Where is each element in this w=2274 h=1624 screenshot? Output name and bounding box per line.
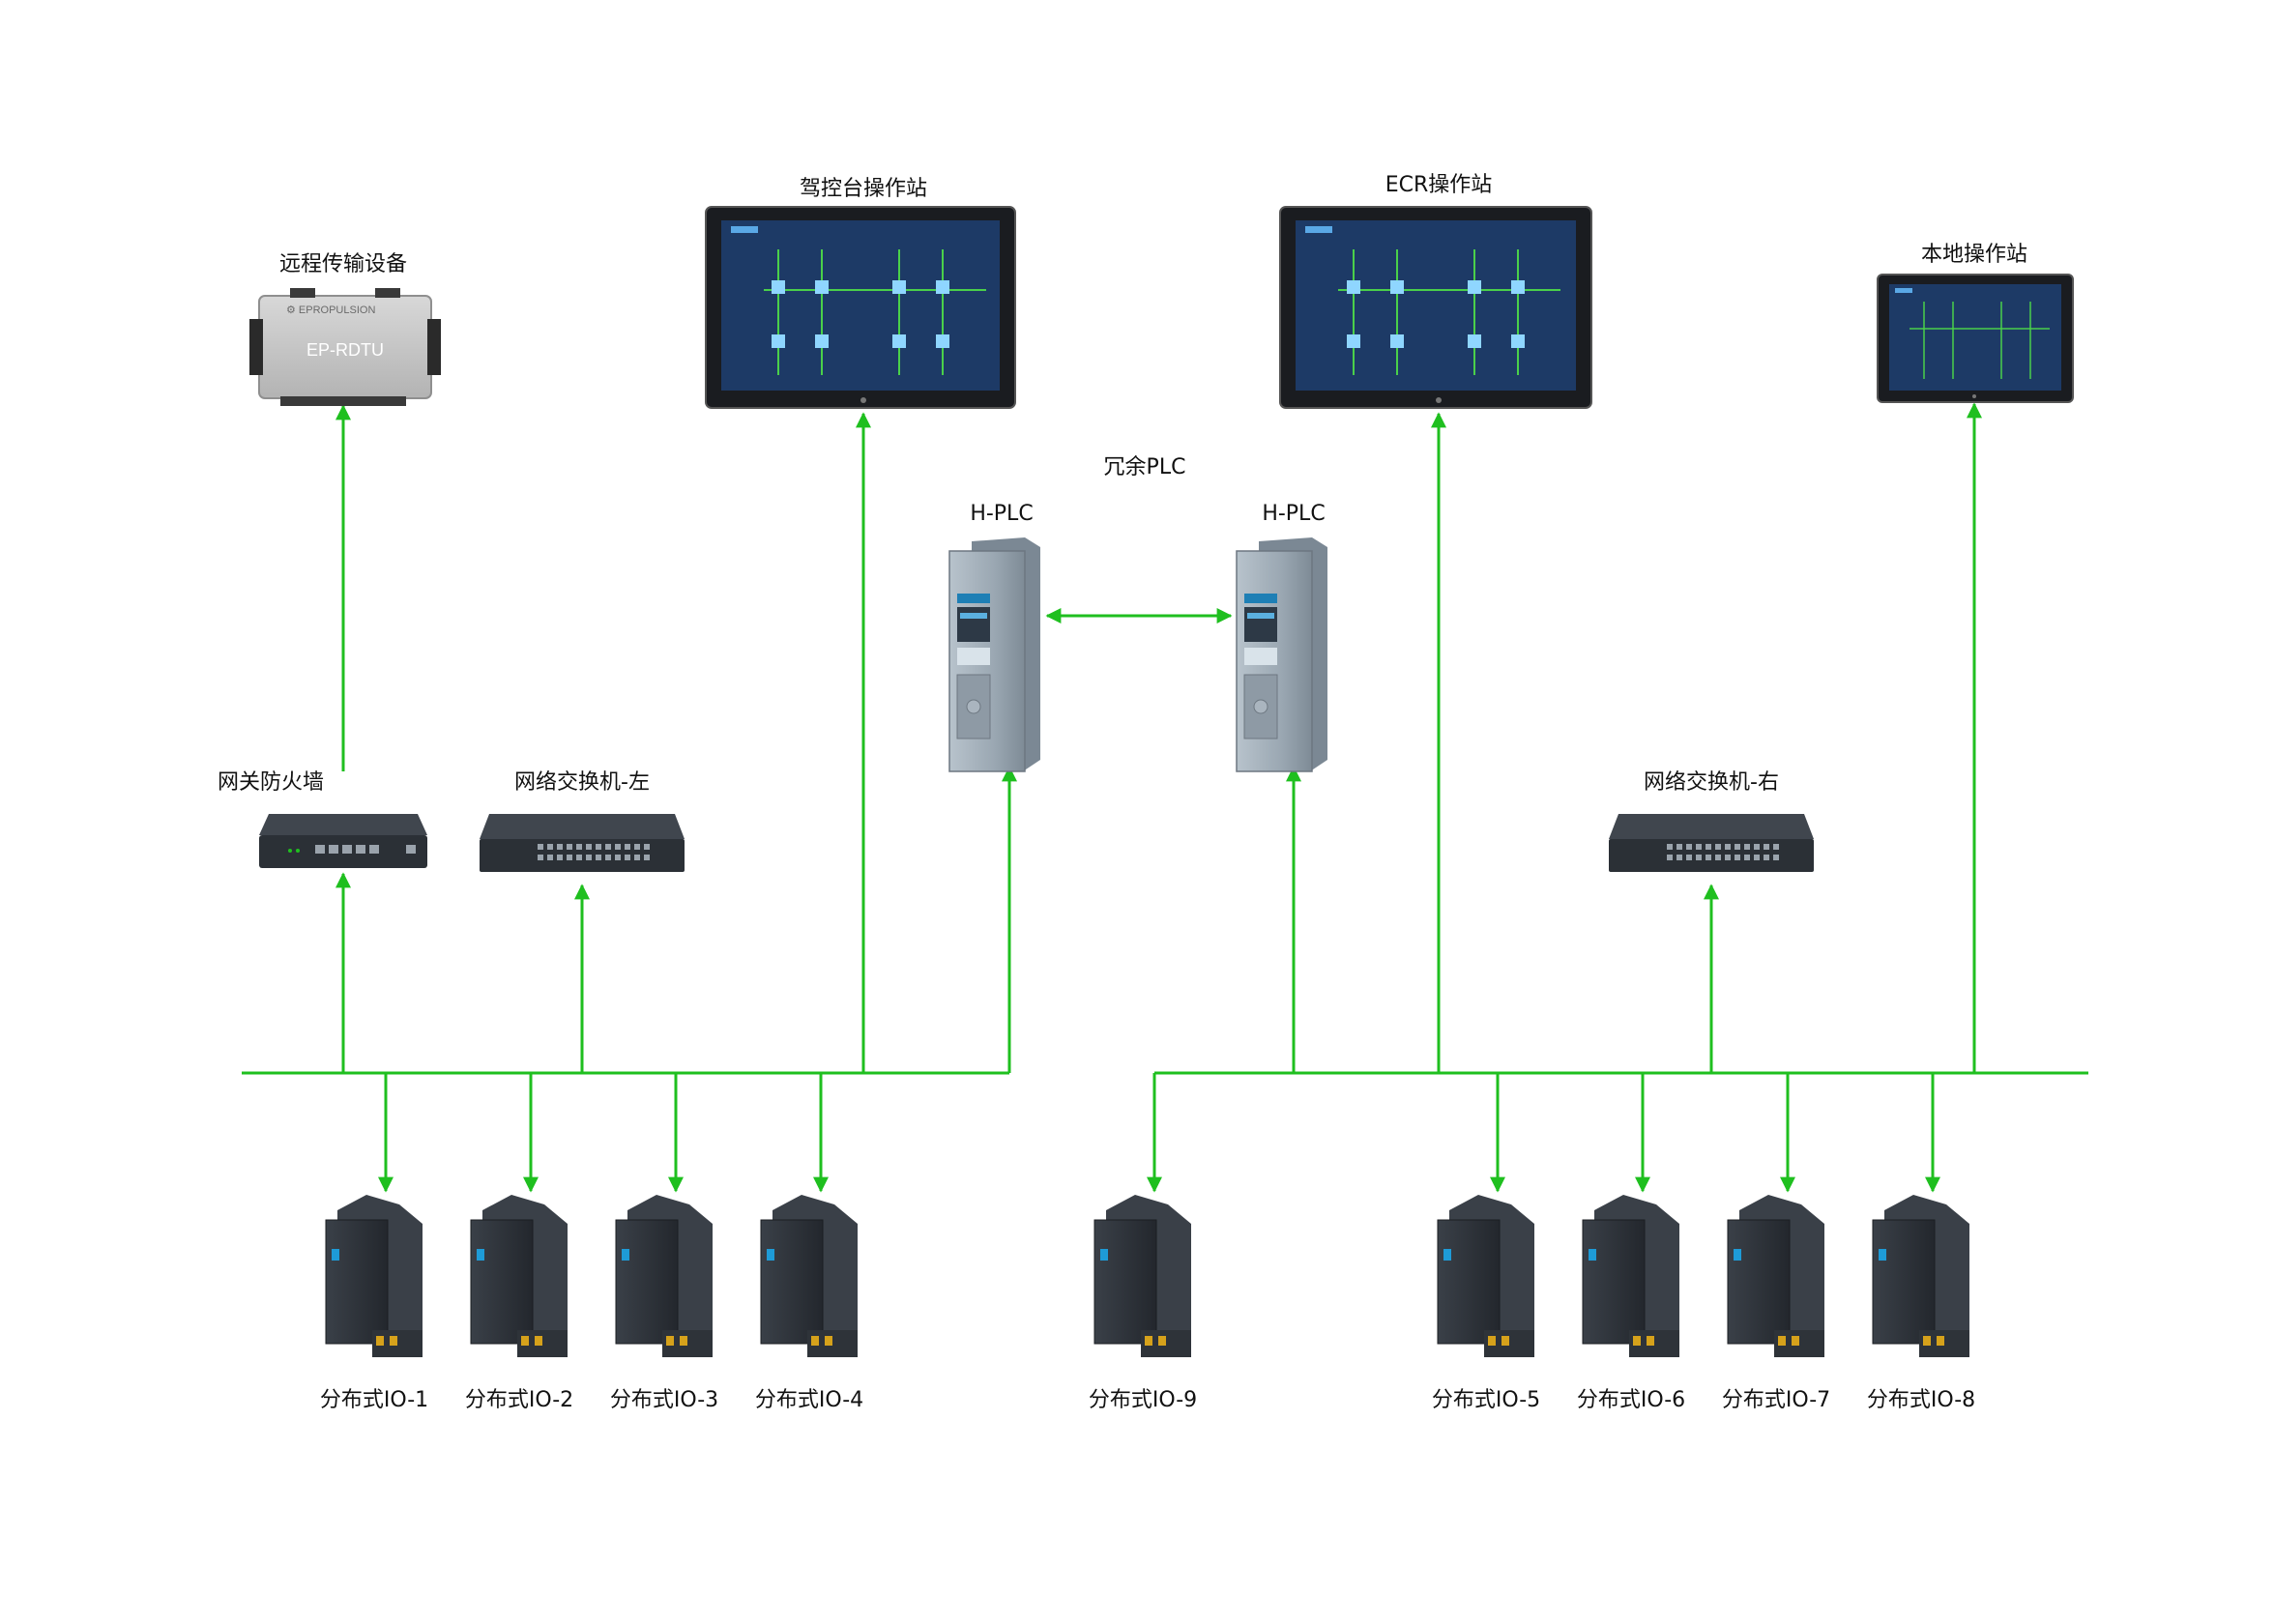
network-switch-right: 网络交换机-右	[1609, 770, 1814, 872]
io-module-icon	[1727, 1195, 1824, 1357]
hplc-right-label: H-PLC	[1262, 502, 1325, 526]
bridge-label: 驾控台操作站	[800, 177, 927, 201]
hplc-left: H-PLC	[948, 502, 1040, 772]
io-module-6: 分布式IO-6	[1577, 1195, 1685, 1412]
rdtu-box-icon: ⚙ EPROPULSION EP-RDTU	[249, 288, 441, 406]
io-label-6: 分布式IO-6	[1577, 1388, 1685, 1412]
switch-right-label: 网络交换机-右	[1644, 770, 1779, 795]
io-module-icon	[470, 1195, 568, 1357]
io-label-1: 分布式IO-1	[320, 1388, 428, 1412]
switch-left-label: 网络交换机-左	[514, 770, 650, 795]
io-module-icon	[1582, 1195, 1679, 1357]
io-label-2: 分布式IO-2	[465, 1388, 573, 1412]
hmi-panel-icon	[1279, 206, 1592, 409]
io-module-icon	[615, 1195, 713, 1357]
io-module-icon	[1093, 1195, 1191, 1357]
io-module-2: 分布式IO-2	[465, 1195, 573, 1412]
io-module-icon	[760, 1195, 858, 1357]
plc-cpu-icon	[948, 537, 1040, 772]
io-label-9: 分布式IO-9	[1089, 1388, 1197, 1412]
network-switch-left: 网络交换机-左	[480, 770, 685, 872]
ecr-label: ECR操作站	[1385, 173, 1493, 197]
io-module-icon	[1437, 1195, 1534, 1357]
remote-label: 远程传输设备	[279, 252, 407, 276]
io-module-3: 分布式IO-3	[610, 1195, 718, 1412]
hmi-panel-icon	[1877, 274, 2074, 403]
io-module-8: 分布式IO-8	[1867, 1195, 1975, 1412]
io-label-8: 分布式IO-8	[1867, 1388, 1975, 1412]
io-module-icon	[1872, 1195, 1969, 1357]
router-icon	[259, 814, 427, 868]
io-module-4: 分布式IO-4	[755, 1195, 863, 1412]
local-workstation: 本地操作站	[1877, 243, 2074, 403]
switch-icon	[480, 814, 685, 872]
switch-icon	[1609, 814, 1814, 872]
hplc-right: H-PLC	[1236, 502, 1327, 772]
svg-text:⚙ EPROPULSION: ⚙ EPROPULSION	[286, 304, 375, 316]
io-module-7: 分布式IO-7	[1722, 1195, 1830, 1412]
io-label-3: 分布式IO-3	[610, 1388, 718, 1412]
io-module-5: 分布式IO-5	[1432, 1195, 1540, 1412]
io-module-icon	[325, 1195, 423, 1357]
ecr-workstation: ECR操作站	[1279, 173, 1592, 409]
rdtu-model-label: EP-RDTU	[306, 340, 384, 360]
io-label-4: 分布式IO-4	[755, 1388, 863, 1412]
hmi-panel-icon	[705, 206, 1016, 409]
remote-transmission-device: 远程传输设备 ⚙ EPROPULSION EP-RDTU	[249, 252, 441, 406]
local-label: 本地操作站	[1921, 243, 2027, 267]
connections	[242, 402, 2088, 1193]
io-label-7: 分布式IO-7	[1722, 1388, 1830, 1412]
firewall-label: 网关防火墙	[218, 770, 324, 795]
io-label-5: 分布式IO-5	[1432, 1388, 1540, 1412]
bridge-workstation: 驾控台操作站	[705, 177, 1016, 409]
hplc-left-label: H-PLC	[970, 502, 1033, 526]
io-module-9: 分布式IO-9	[1089, 1195, 1197, 1412]
redundant-plc-label: 冗余PLC	[1104, 455, 1186, 479]
plc-cpu-icon	[1236, 537, 1327, 772]
io-module-1: 分布式IO-1	[320, 1195, 428, 1412]
gateway-firewall: 网关防火墙	[218, 770, 427, 868]
